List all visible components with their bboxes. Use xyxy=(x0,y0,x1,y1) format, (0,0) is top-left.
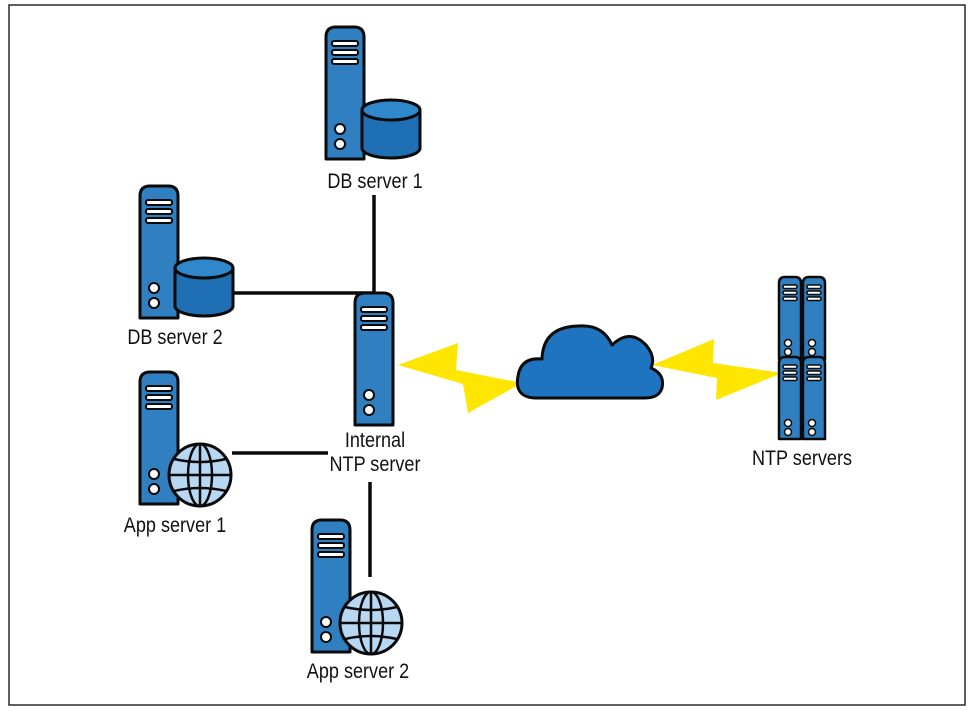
db-server-2-label: DB server 2 xyxy=(127,326,223,349)
ntp-servers-label: NTP servers xyxy=(751,447,853,470)
app-server-2-label: App server 2 xyxy=(306,660,410,683)
db-server-1-label: DB server 1 xyxy=(327,170,423,193)
app-server-2-icon xyxy=(310,518,404,656)
lightning-link-icon xyxy=(652,339,782,400)
app-server-1-label: App server 1 xyxy=(123,514,227,537)
db-server-2-icon xyxy=(138,184,235,320)
internal-ntp-label-line1: Internal xyxy=(344,429,406,452)
internal-ntp-server-icon xyxy=(353,291,395,427)
diagram-border xyxy=(8,4,966,706)
ntp-servers-icon xyxy=(777,275,827,441)
db-server-1-icon xyxy=(324,25,422,161)
lightning-link-icon xyxy=(398,343,522,413)
app-server-1-icon xyxy=(138,370,233,508)
internal-ntp-label-line2: NTP server xyxy=(329,453,421,476)
cloud-icon xyxy=(515,324,664,400)
